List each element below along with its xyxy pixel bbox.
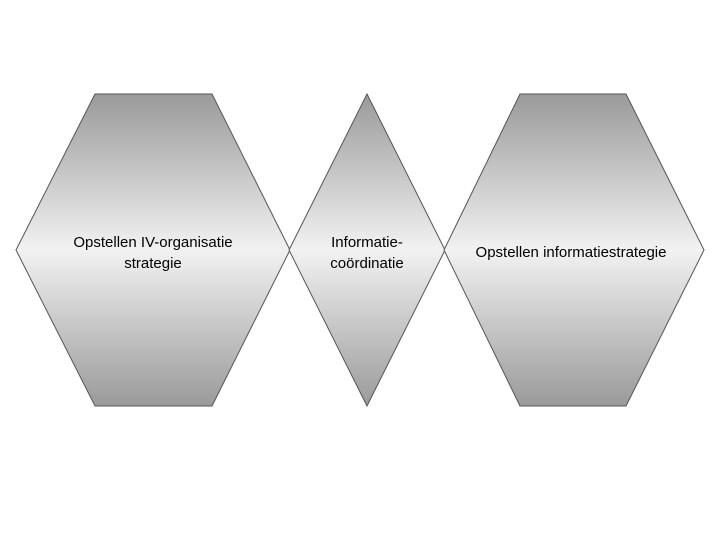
hexagon-right-label: Opstellen informatiestrategie <box>476 244 667 261</box>
hexagon-iv-organisatie-strategie: Opstellen IV-organisatie strategie <box>15 93 291 407</box>
hexagon-left-label-line2: strategie <box>124 255 182 272</box>
diamond-label-line2: coördinatie <box>330 255 403 272</box>
diamond-informatie-coordinatie: Informatie- coördinatie <box>288 92 446 408</box>
diamond-label-line1: Informatie- <box>331 234 403 251</box>
hexagon-left-label-line1: Opstellen IV-organisatie <box>73 234 232 251</box>
hexagon-informatiestrategie: Opstellen informatiestrategie <box>443 93 705 407</box>
